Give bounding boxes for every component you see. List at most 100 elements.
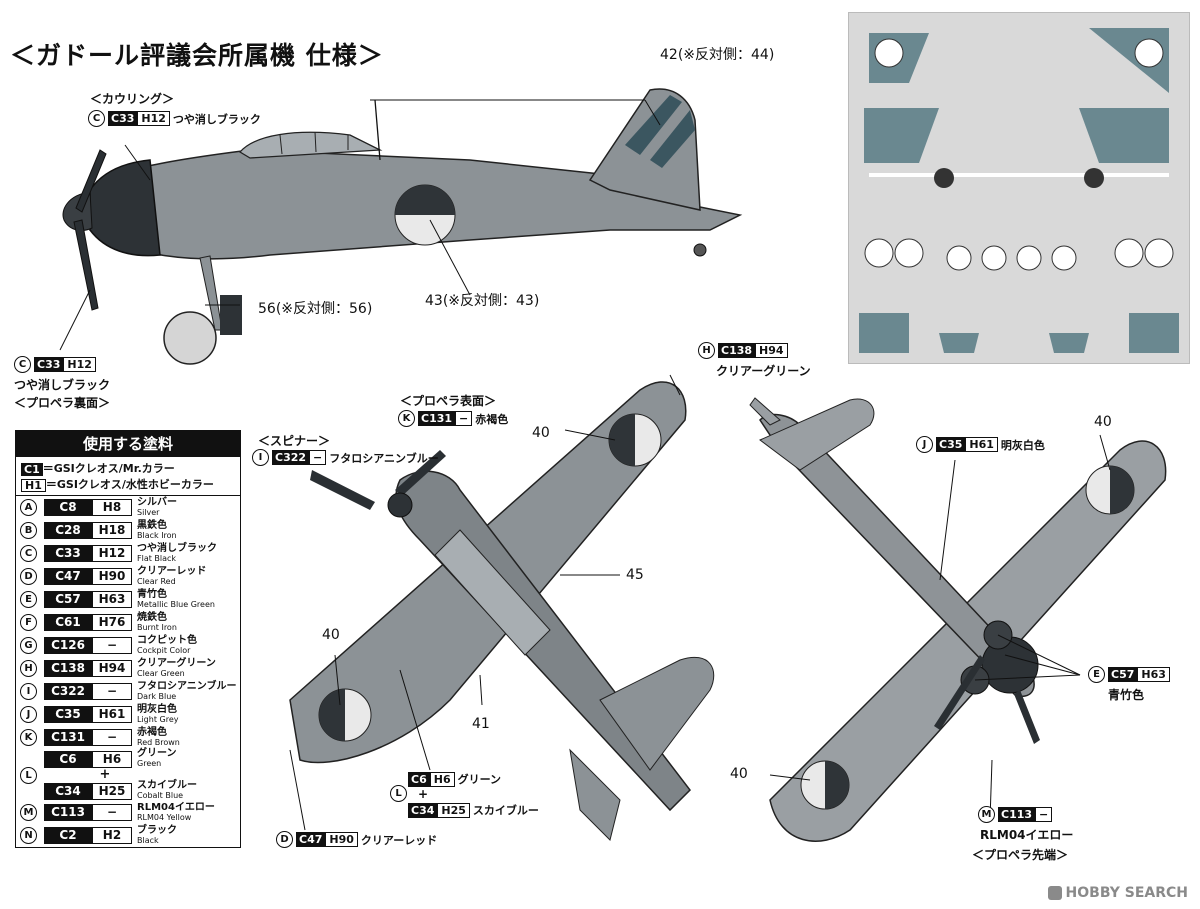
color-letter-circle: I — [20, 683, 37, 700]
mr-color-code: C35 — [936, 437, 966, 452]
page-title: ＜ガドール評議会所属機 仕様＞ — [10, 41, 384, 70]
color-name-en: Flat Black — [137, 553, 177, 563]
mr-color-code: C138 — [718, 343, 756, 358]
l-mix-a-callout: C6 H6 グリーン — [408, 771, 501, 787]
mr-color-code: C33 — [44, 545, 92, 562]
color-letter-circle: C — [20, 545, 37, 562]
mix-component-b: C34 H25 スカイブルー Cobalt Blue — [40, 781, 197, 801]
color-name-jp: グリーン — [137, 748, 177, 759]
mr-color-code: C47 — [296, 832, 326, 847]
mr-color-code: C131 — [44, 729, 92, 746]
decal-number-40: 40 — [730, 766, 748, 782]
mr-color-code: C34 — [44, 782, 92, 800]
decal-number-45: 45 — [626, 567, 644, 583]
decal-number-40: 40 — [532, 425, 550, 441]
mix-component-a: C6 H6 グリーン Green — [40, 749, 197, 769]
color-name-en: Metallic Blue Green — [137, 599, 215, 609]
hobby-color-code: H6 — [429, 771, 455, 787]
mr-color-code: C57 — [44, 591, 92, 608]
color-name-en: Black Iron — [137, 530, 177, 540]
hobby-color-code: H94 — [92, 660, 132, 677]
j-color-callout: J C35 H61 明灰白色 — [916, 436, 1045, 453]
mr-color-code: C126 — [44, 637, 92, 654]
color-name-en: Red Brown — [137, 737, 180, 747]
color-letter-circle: E — [1088, 666, 1105, 683]
watermark: HOBBY SEARCH — [1047, 885, 1188, 901]
color-letter-circle: H — [20, 660, 37, 677]
prop-color-callout: C C33 H12 — [14, 356, 96, 373]
fuselage-decal-callout: 43(※反対側：43) — [425, 293, 540, 309]
color-name-jp: クリアーグリーン — [137, 657, 216, 669]
color-letter-circle: L — [20, 766, 37, 784]
hobby-color-code: H25 — [437, 802, 470, 818]
color-letter-circle: C — [14, 356, 31, 373]
hobby-color-code: − — [455, 411, 473, 426]
mr-color-code: C2 — [44, 827, 92, 844]
k-color-callout: K C131 − 赤褐色 — [398, 410, 508, 427]
color-name-en: Green — [137, 759, 162, 768]
color-name-jp: クリアーレッド — [137, 565, 207, 577]
color-name: スカイブルー Cobalt Blue — [137, 781, 197, 801]
m-caption: ＜プロペラ先端＞ — [972, 848, 1069, 862]
m-color-name: RLM04イエロー — [980, 828, 1074, 842]
mr-color-code: C6 — [44, 750, 92, 768]
gear-decal-callout: 56(※反対側：56) — [258, 301, 373, 317]
legend-text: ＝GSIクレオス/水性ホビーカラー — [45, 478, 214, 491]
mr-color-code: C113 — [44, 804, 92, 821]
l-mix-b-callout: C34 H25 スカイブルー — [408, 802, 539, 818]
mr-color-code: C35 — [44, 706, 92, 723]
cowling-color-callout: C C33 H12 つや消しブラック — [88, 110, 261, 127]
color-letter-circle: H — [698, 342, 715, 359]
legend-mark: H1 — [21, 478, 46, 492]
color-letter-circle: J — [916, 436, 933, 453]
hobby-color-code: H61 — [92, 706, 132, 723]
color-name-en: Clear Red — [137, 576, 176, 586]
paint-row-mix: L C6 H6 グリーン Green + C34 H25 スカイブルー Coba… — [16, 749, 240, 801]
color-letter-circle: K — [20, 729, 37, 746]
mr-color-code: C57 — [1108, 667, 1138, 682]
color-name-jp: 明灰白色 — [137, 703, 177, 715]
color-letter-circle: D — [276, 831, 293, 848]
hobby-color-code: H90 — [92, 568, 132, 585]
e-color-callout: E C57 H63 — [1088, 666, 1170, 683]
color-name: つや消しブラック — [172, 112, 261, 126]
color-name-en: Clear Green — [137, 668, 185, 678]
color-name: フタロシアニンブルー — [329, 451, 439, 465]
mr-color-code: C47 — [44, 568, 92, 585]
top-view-aircraft — [289, 374, 715, 841]
color-letter-circle: B — [20, 522, 37, 539]
color-name: クリアーレッド — [360, 833, 438, 847]
legend-mark: C1 — [21, 462, 43, 476]
legend-mr-color: C1＝GSIクレオス/Mr.カラー — [21, 461, 235, 477]
l-mix-letter: L + — [390, 785, 428, 802]
mr-color-code: C322 — [44, 683, 92, 700]
mr-color-code: C33 — [108, 111, 138, 126]
color-name-en: Burnt Iron — [137, 622, 177, 632]
color-name: スカイブルー — [472, 804, 539, 817]
hobby-color-code: − — [92, 804, 132, 821]
hobby-color-code: − — [92, 637, 132, 654]
color-letter-circle: J — [20, 706, 37, 723]
hobby-color-code: H6 — [92, 750, 132, 768]
